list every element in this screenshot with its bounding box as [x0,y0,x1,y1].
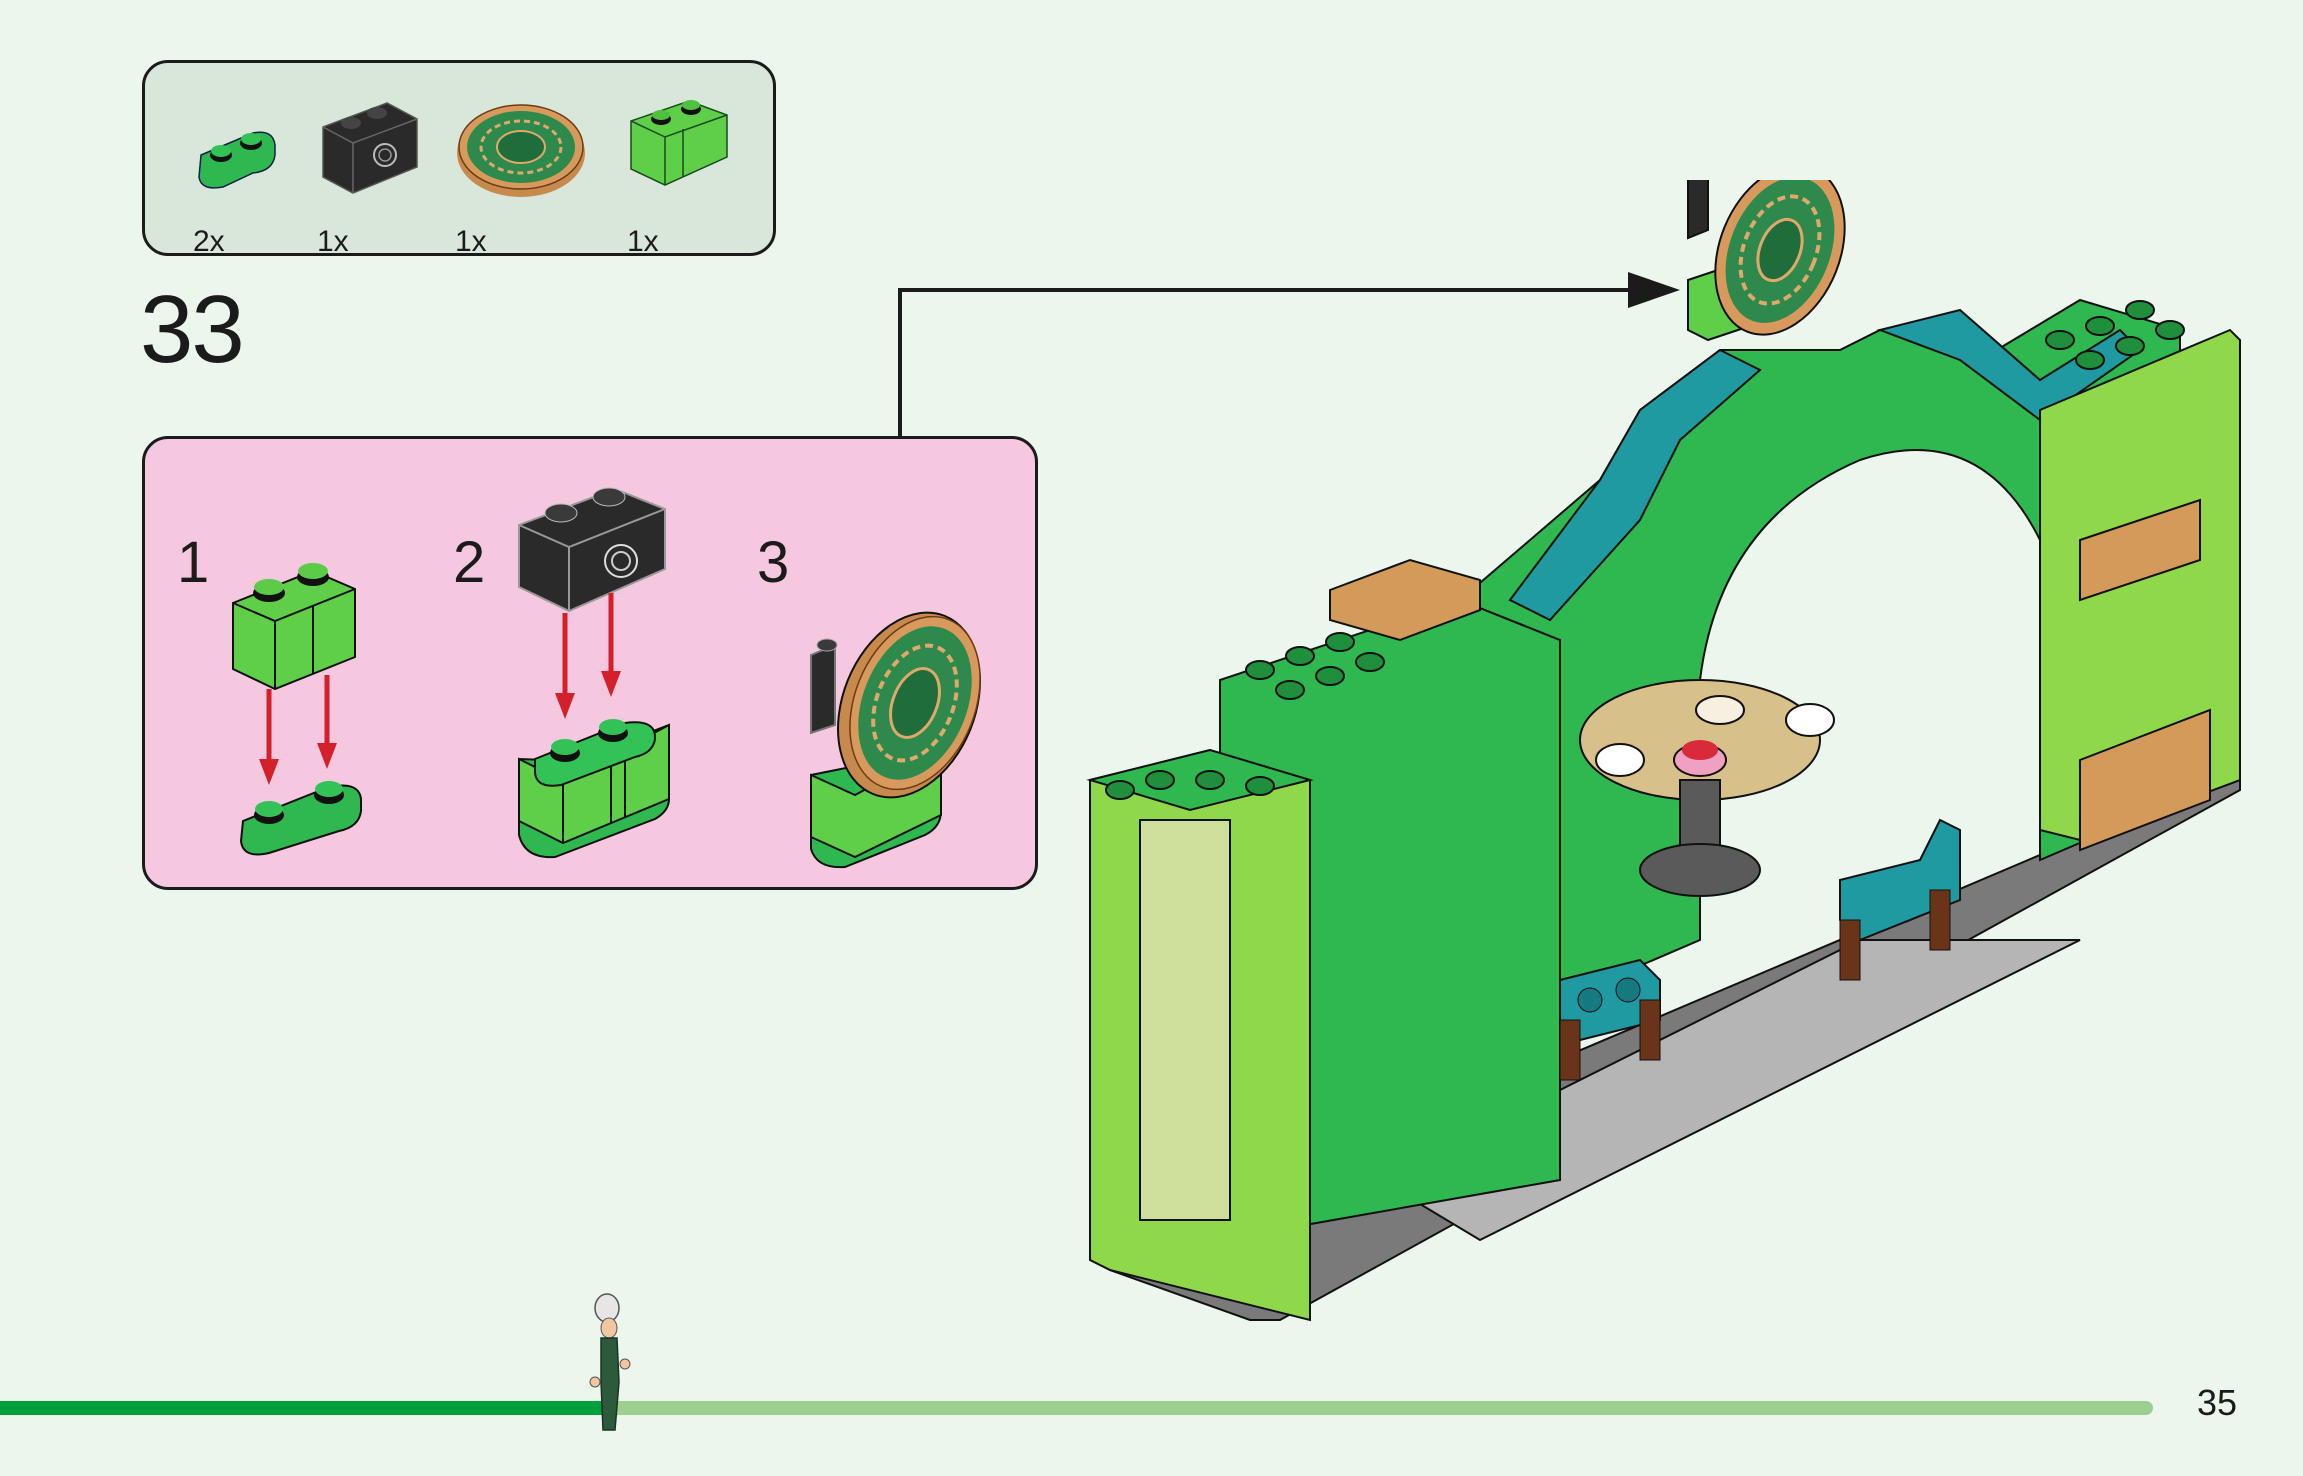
chair [1839,818,1961,981]
insert-arrow-icon [259,675,337,785]
part-quantity: 1x [455,225,487,258]
substep-label: 3 [757,530,790,595]
progress-fill [0,1401,603,1415]
dial-tile [1140,180,1150,340]
green-rounded-plate-icon [198,131,276,189]
lime-grooved-brick-icon [630,100,728,186]
printed-dial-tile-icon [457,104,585,197]
step-number: 33 [140,276,245,383]
cup [1785,703,1835,737]
chair [1559,958,1661,1081]
dial-on-bracket [1687,180,1846,342]
plate-of-cookies [1695,695,1745,725]
pillar-panel [1139,819,1231,1221]
table-base [1639,843,1761,897]
substep-label: 1 [177,530,210,595]
part-item: 1x [627,93,731,258]
right-tower [2039,328,2241,842]
substep-3-illustration [810,611,981,869]
black-brick-with-hole-icon [322,102,418,194]
page-number: 35 [2197,1382,2238,1423]
part-quantity: 1x [317,225,349,258]
part-item: 1x [455,93,589,258]
studs [1105,300,2185,800]
cake-top [1682,740,1718,760]
tan-brick [2079,498,2201,602]
tan-brick [1329,558,1481,642]
cup [1595,743,1645,777]
parts-list: 2x 1x 1x 1x [142,60,776,258]
model-illustration [1086,180,2241,1322]
teal-slope [1508,348,1762,622]
substep-2-illustration [518,487,670,859]
tan-brick [2079,708,2211,852]
part-item: 1x [317,93,421,258]
minifigure-progress-marker [589,1293,631,1431]
part-quantity: 1x [627,225,659,258]
part-item: 2x [193,93,283,258]
part-quantity: 2x [193,225,225,258]
substep-label: 2 [453,530,486,595]
insert-arrow-icon [555,593,621,719]
subassembly-box: 1 2 3 [142,436,1038,890]
progress-bar [0,1401,2153,1415]
substep-1-illustration [232,563,362,856]
